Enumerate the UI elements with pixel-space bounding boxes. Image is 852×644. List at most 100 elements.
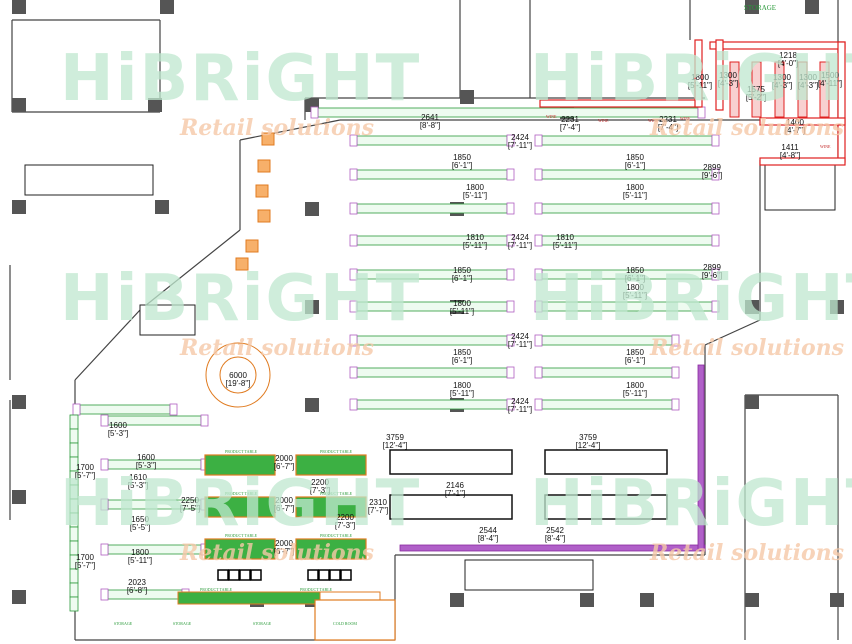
dimension-label: 1850[6'-1"]	[625, 266, 645, 283]
watermark-brand: HiBRiGHT	[60, 467, 421, 541]
dimension-label: 2250[7'-5"]	[180, 496, 200, 513]
dimension-label: 2544[8'-4"]	[478, 526, 498, 543]
dimension-label: 1300[4'-3"]	[798, 73, 818, 90]
endcap	[72, 403, 81, 416]
gondola-shelf	[541, 169, 713, 180]
endcap	[534, 398, 543, 411]
endcap	[711, 134, 720, 147]
wine-label: WINE	[598, 118, 609, 123]
endcap	[506, 334, 515, 347]
endcap	[506, 366, 515, 379]
pillar	[12, 0, 26, 14]
endcap	[711, 300, 720, 313]
dimension-label: 2146[7'-1"]	[445, 481, 465, 498]
dimension-label: 1700[5'-7"]	[75, 553, 95, 570]
watermark-tagline: Retail solutions	[179, 335, 374, 361]
wine-label: WINE	[546, 114, 557, 119]
circular-display	[205, 342, 271, 408]
dimension-label: 1800[5'-11"]	[623, 381, 647, 398]
pillar	[460, 90, 474, 104]
pillar	[12, 200, 26, 214]
endcap	[534, 268, 543, 281]
dimension-label: 1500[4'-11"]	[818, 71, 842, 88]
endcap	[349, 268, 358, 281]
endcap	[349, 300, 358, 313]
endcap	[534, 234, 543, 247]
watermark-tagline: Retail solutions	[179, 540, 374, 566]
checkout-counter	[261, 132, 275, 146]
wall	[239, 119, 341, 141]
endcap	[534, 168, 543, 181]
endcap	[100, 414, 109, 427]
watermark-tagline: Retail solutions	[649, 540, 844, 566]
dimension-label: 2899[9'-6"]	[702, 263, 722, 280]
endcap	[711, 168, 720, 181]
watermark-brand: HiBRiGHT	[60, 42, 421, 116]
endcap	[534, 134, 543, 147]
wine-rack	[729, 61, 740, 118]
dimension-label: 2231[7'-4"]	[658, 115, 678, 132]
watermark-tagline: Retail solutions	[649, 115, 844, 141]
endcap	[671, 334, 680, 347]
pillar	[12, 395, 26, 409]
gondola-shelf	[356, 135, 508, 146]
dimension-label: 1810[5'-11"]	[553, 233, 577, 250]
dimension-label: 1850[6'-1"]	[452, 348, 472, 365]
dimension-label: 1650[5'-5"]	[130, 515, 150, 532]
dimension-label: 1800[5'-11"]	[450, 381, 474, 398]
dimension-label: 1800[5'-11"]	[128, 548, 152, 565]
endcap	[711, 202, 720, 215]
pillar	[160, 0, 174, 14]
pillar	[830, 593, 844, 607]
dimension-label: 2200[7'-3"]	[335, 513, 355, 530]
pillar	[450, 593, 464, 607]
dimension-label: 2424[7'-11"]	[508, 332, 532, 349]
cross-box	[250, 569, 262, 581]
product-table-label: PRODUCT TABLE	[320, 491, 353, 496]
endcap	[506, 134, 515, 147]
pillar	[305, 398, 319, 412]
cross-box	[318, 569, 330, 581]
circle-dimension: 6000	[229, 371, 247, 380]
dimension-label: 2000[6'-7"]	[274, 454, 294, 471]
wall-shelf	[69, 428, 79, 444]
gondola-shelf	[356, 169, 508, 180]
endcap	[200, 414, 209, 427]
pillar	[580, 593, 594, 607]
dimension-label: 1800[5'-11"]	[450, 299, 474, 316]
watermark-tagline: Retail solutions	[649, 335, 844, 361]
pillar	[12, 98, 26, 112]
endcap	[100, 543, 109, 556]
pillar	[745, 300, 759, 314]
pillar	[830, 300, 844, 314]
endcap	[100, 458, 109, 471]
dimension-label: 1850[6'-1"]	[625, 348, 645, 365]
watermark-brand: HiBRiGHT	[530, 262, 852, 336]
dimension-label: 1800[5'-11"]	[688, 73, 712, 90]
product-table-label: PRODUCT TABLE	[225, 533, 258, 538]
watermark-tagline: Retail solutions	[179, 115, 374, 141]
product-table-label: PRODUCT TABLE	[320, 449, 353, 454]
circle-dimension-imperial: [19'-8"]	[226, 379, 251, 388]
cross-box	[228, 569, 240, 581]
pillar	[148, 98, 162, 112]
refrigerated-unit	[544, 494, 668, 520]
wall-shelf	[69, 568, 79, 584]
gondola-shelf	[79, 404, 171, 415]
storage-label: STORAGE	[114, 621, 133, 626]
checkout-counter	[257, 209, 271, 223]
pillar	[305, 300, 319, 314]
endcap	[310, 106, 319, 119]
endcap	[506, 202, 515, 215]
endcap	[534, 366, 543, 379]
dimension-label: 2424[7'-11"]	[508, 133, 532, 150]
dimension-label: 2023[6'-8"]	[127, 578, 147, 595]
storage-label: STORAGE	[744, 4, 776, 12]
wine-shelf	[759, 117, 846, 126]
gondola-shelf	[541, 367, 673, 378]
cross-box	[329, 569, 341, 581]
pillar	[305, 202, 319, 216]
dimension-label: 1850[6'-1"]	[452, 266, 472, 283]
product-table	[295, 538, 367, 560]
